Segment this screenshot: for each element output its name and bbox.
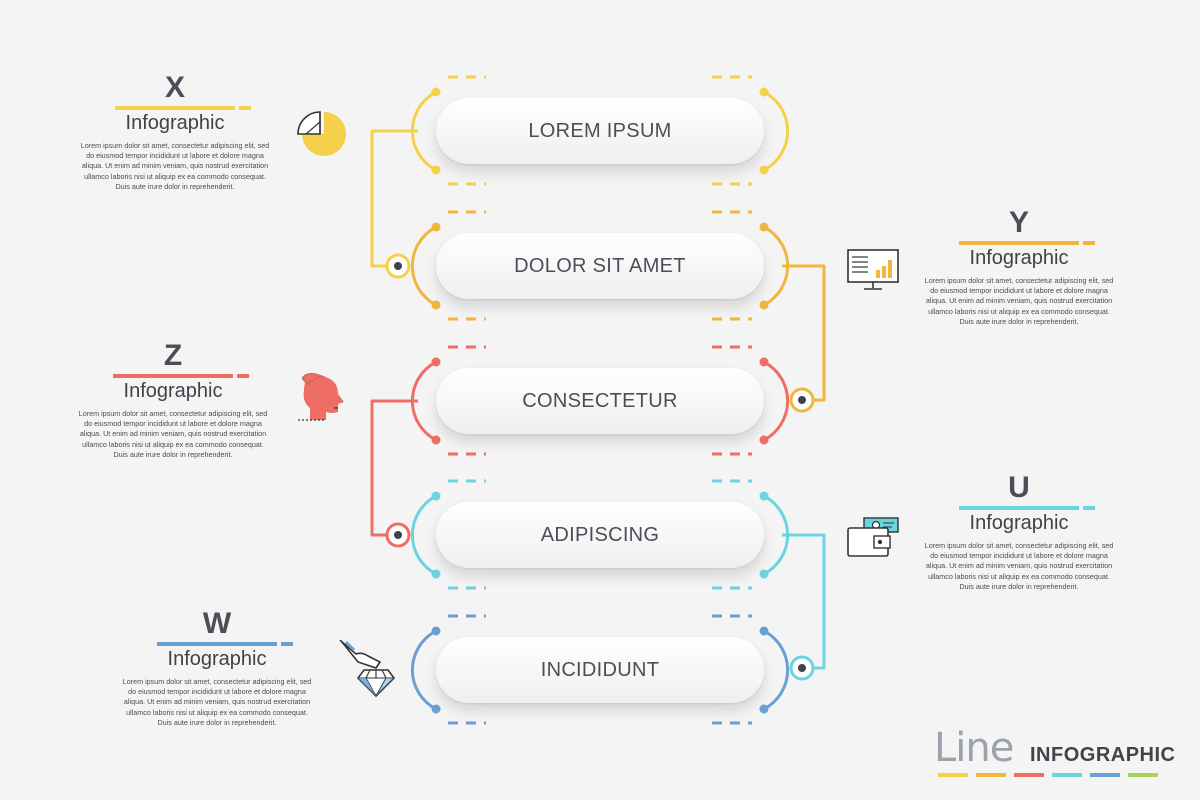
arc-dot-1-1 bbox=[431, 87, 441, 97]
block-y-letter: Y bbox=[1008, 206, 1029, 239]
step-label-5: INCIDIDUNT bbox=[540, 658, 660, 681]
block-u-letter: U bbox=[1008, 471, 1030, 504]
arc-right-3 bbox=[763, 360, 790, 442]
arc-dot-2-4 bbox=[759, 300, 769, 310]
hand-diamond-icon bbox=[339, 640, 396, 698]
arc-dot-3-3 bbox=[759, 357, 769, 367]
block-y-subtitle: Infographic bbox=[969, 247, 1069, 269]
block-x-underline bbox=[115, 106, 251, 110]
arc-dot-2-3 bbox=[759, 222, 769, 232]
wallet-cash-icon bbox=[847, 517, 899, 557]
arc-right-1 bbox=[763, 90, 790, 172]
block-w-description: Lorem ipsum dolor sit amet, consectetur … bbox=[122, 677, 312, 727]
block-w-underline bbox=[157, 642, 293, 646]
block-x-description: Lorem ipsum dolor sit amet, consectetur … bbox=[80, 141, 270, 191]
brand-stripe-4 bbox=[1052, 773, 1082, 777]
connector-1-2 bbox=[370, 129, 418, 268]
terminal-3-center bbox=[394, 531, 402, 539]
arc-dot-5-3 bbox=[759, 626, 769, 636]
arc-dot-2-1 bbox=[431, 222, 441, 232]
arc-dot-2-2 bbox=[431, 300, 441, 310]
block-u: U Infographic Lorem ipsum dolor sit amet… bbox=[914, 472, 1124, 592]
block-x-subtitle: Infographic bbox=[125, 112, 225, 134]
arc-dot-3-4 bbox=[759, 435, 769, 445]
block-x-letter: X bbox=[164, 71, 185, 104]
connector-4-5 bbox=[782, 533, 826, 670]
step-label-4: ADIPISCING bbox=[540, 523, 660, 546]
block-z-letter: Z bbox=[163, 339, 183, 372]
terminal-4-center bbox=[798, 664, 806, 672]
arc-dot-4-1 bbox=[431, 491, 441, 501]
brand-stripe-2 bbox=[976, 773, 1006, 777]
arc-dot-1-2 bbox=[431, 165, 441, 175]
block-y-description: Lorem ipsum dolor sit amet, consectetur … bbox=[924, 276, 1114, 326]
block-u-subtitle: Infographic bbox=[969, 512, 1069, 534]
step-label-1: LOREM IPSUM bbox=[528, 119, 672, 142]
arc-dot-3-1 bbox=[431, 357, 441, 367]
arc-right-5 bbox=[763, 629, 790, 711]
arc-dot-4-2 bbox=[431, 569, 441, 579]
arc-dot-1-4 bbox=[759, 165, 769, 175]
block-z-subtitle: Infographic bbox=[123, 380, 223, 402]
block-u-description: Lorem ipsum dolor sit amet, consectetur … bbox=[924, 541, 1114, 591]
arc-dot-5-4 bbox=[759, 704, 769, 714]
step-pill-2: DOLOR SIT AMET bbox=[436, 233, 764, 299]
step-label-3: CONSECTETUR bbox=[522, 389, 678, 412]
arc-dot-4-4 bbox=[759, 569, 769, 579]
arc-dot-5-2 bbox=[431, 704, 441, 714]
block-u-underline bbox=[959, 506, 1095, 510]
arc-left-4 bbox=[410, 494, 437, 576]
arc-left-2 bbox=[410, 225, 437, 307]
brand-stripe-3 bbox=[1014, 773, 1044, 777]
brand-stripe-5 bbox=[1090, 773, 1120, 777]
terminal-1-center bbox=[394, 262, 402, 270]
terminal-2-center bbox=[798, 396, 806, 404]
arc-dot-4-3 bbox=[759, 491, 769, 501]
brand-stripe-6 bbox=[1128, 773, 1158, 777]
block-y-underline bbox=[959, 241, 1095, 245]
step-pill-3: CONSECTETUR bbox=[436, 368, 764, 434]
block-z-underline bbox=[113, 374, 249, 378]
block-w-letter: W bbox=[202, 607, 232, 640]
brand-stripes bbox=[938, 773, 1158, 777]
block-x: X Infographic Lorem ipsum dolor sit amet… bbox=[70, 72, 280, 192]
step-pill-5: INCIDIDUNT bbox=[436, 637, 764, 703]
arc-dot-5-1 bbox=[431, 626, 441, 636]
head-profile-icon bbox=[298, 373, 344, 421]
pie-chart-icon bbox=[297, 111, 346, 156]
block-y: Y Infographic Lorem ipsum dolor sit amet… bbox=[914, 207, 1124, 327]
step-pill-4: ADIPISCING bbox=[436, 502, 764, 568]
connector-3-4 bbox=[370, 399, 418, 537]
brand-logo: Line INFOGRAPHIC bbox=[934, 725, 1176, 786]
step-label-2: DOLOR SIT AMET bbox=[514, 254, 686, 277]
arc-left-5 bbox=[410, 629, 437, 711]
block-w-subtitle: Infographic bbox=[167, 648, 267, 670]
brand-infographic-text: INFOGRAPHIC bbox=[1030, 744, 1176, 766]
monitor-chart-icon bbox=[847, 249, 899, 290]
step-pill-1: LOREM IPSUM bbox=[436, 98, 764, 164]
brand-stripe-1 bbox=[938, 773, 968, 777]
block-w: W Infographic Lorem ipsum dolor sit amet… bbox=[112, 608, 322, 728]
brand-line-text: Line bbox=[934, 725, 1014, 771]
connector-2-3 bbox=[782, 264, 826, 402]
arc-dot-1-3 bbox=[759, 87, 769, 97]
block-z-description: Lorem ipsum dolor sit amet, consectetur … bbox=[78, 409, 268, 459]
arc-dot-3-2 bbox=[431, 435, 441, 445]
block-z: Z Infographic Lorem ipsum dolor sit amet… bbox=[68, 340, 278, 460]
